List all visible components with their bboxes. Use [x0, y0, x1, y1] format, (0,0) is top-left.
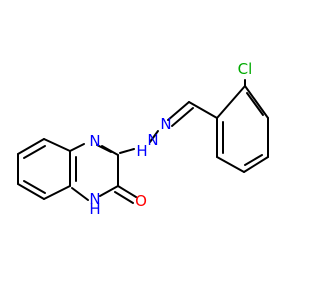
- bond: [167, 101, 190, 121]
- atom-labels: Cl N H N N H N O: [89, 60, 252, 218]
- bond: [23, 180, 46, 194]
- bond: [216, 85, 246, 119]
- hydrazone-nh-label: N: [147, 131, 158, 149]
- bond: [23, 145, 46, 159]
- bond: [244, 154, 263, 166]
- bond-lines: [17, 79, 269, 204]
- bond: [96, 144, 112, 153]
- bond: [99, 185, 119, 197]
- bond: [17, 183, 45, 200]
- bond: [69, 143, 85, 152]
- structure-canvas: Cl N H N N H N O: [17, 60, 269, 218]
- ring-nh-h-label: H: [89, 200, 100, 218]
- bond: [17, 138, 45, 155]
- bond: [243, 156, 269, 173]
- quinoxaline-nitrogen-label: N: [89, 132, 100, 150]
- bond: [244, 85, 269, 119]
- molecule-structure: Cl N H N N H N O: [17, 60, 269, 218]
- oxygen-label: O: [135, 192, 147, 210]
- hydrazone-n-label: N: [160, 115, 171, 133]
- ring-nh-n-label: N: [89, 190, 100, 208]
- bond: [43, 185, 71, 200]
- bond: [119, 148, 135, 154]
- hydrazone-h-label: H: [136, 142, 147, 160]
- chlorine-label: Cl: [238, 60, 253, 78]
- bond: [216, 156, 245, 173]
- bond: [43, 138, 71, 152]
- bond: [114, 191, 134, 204]
- bond: [171, 107, 194, 127]
- bond: [149, 130, 159, 143]
- bond: [71, 187, 89, 201]
- bond: [188, 101, 218, 119]
- bond: [246, 92, 264, 116]
- bond: [117, 185, 137, 198]
